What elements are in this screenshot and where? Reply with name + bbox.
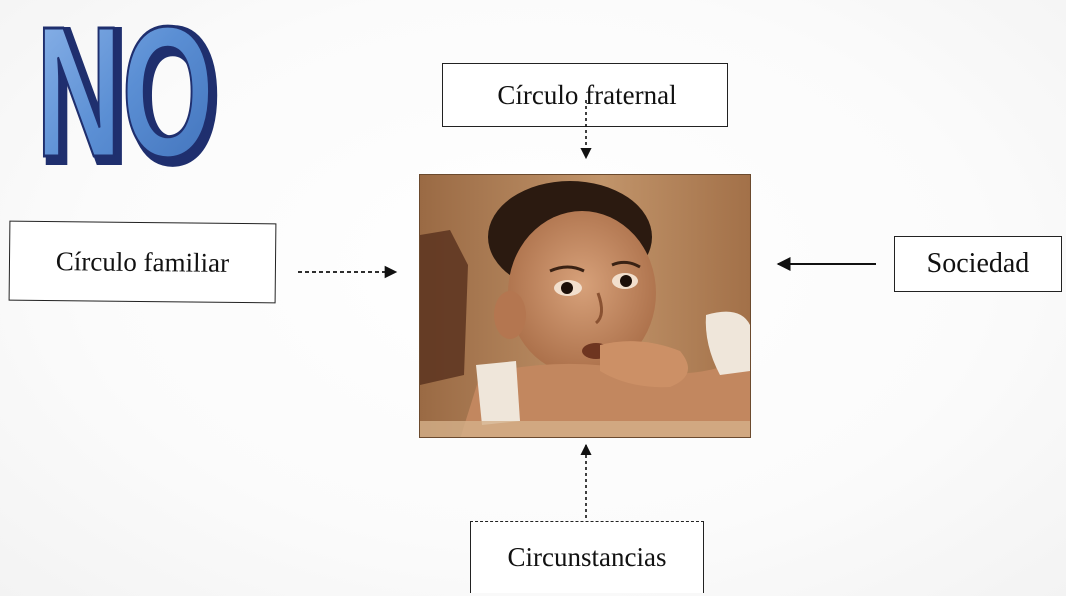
boy-left-sleeve: [476, 361, 520, 425]
boy-right-sleeve: [705, 311, 750, 375]
no-logo-text: NO: [36, 4, 214, 174]
boy-photo-illustration: [420, 175, 750, 437]
dark-furniture: [420, 230, 468, 385]
boy-ear: [494, 291, 526, 339]
label-circunstancias: Circunstancias: [507, 542, 667, 572]
boy-nose: [594, 292, 603, 325]
box-sociedad: Sociedad: [894, 236, 1062, 292]
boy-right-brow: [611, 260, 641, 269]
no-logo-shadow: NO: [41, 4, 219, 174]
box-circulo-fraternal: Círculo fraternal: [442, 63, 728, 127]
boy-hand: [600, 341, 688, 388]
label-sociedad: Sociedad: [926, 248, 1030, 279]
label-circulo-fraternal: Círculo fraternal: [497, 79, 677, 110]
box-circunstancias: Circunstancias: [470, 521, 704, 593]
center-photo: [419, 174, 751, 438]
boy-left-brow: [549, 265, 585, 273]
boy-face: [508, 211, 656, 375]
table-edge: [420, 421, 750, 437]
boy-left-pupil: [561, 282, 573, 294]
boy-right-pupil: [620, 275, 632, 287]
no-logo: NO NO: [35, 4, 225, 174]
